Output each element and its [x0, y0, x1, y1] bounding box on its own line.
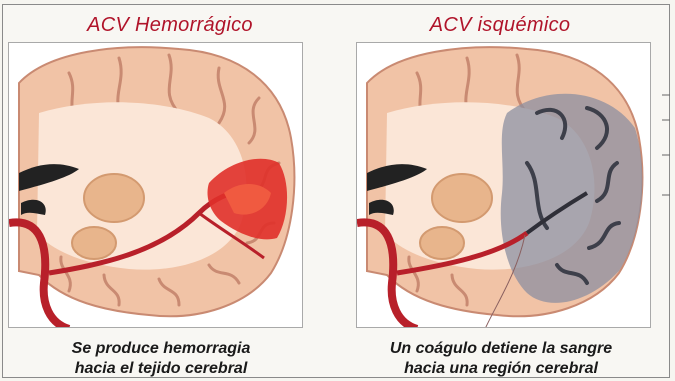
- ischemic-caption-line2: hacia una región cerebral: [336, 359, 666, 379]
- ischemic-caption: Un coágulo detiene la sangre hacia una r…: [336, 339, 666, 379]
- hemorrhagic-caption-line1: Se produce hemorragia: [0, 339, 326, 359]
- ischemic-title: ACV isquémico: [350, 14, 650, 37]
- ischemic-caption-line1: Un coágulo detiene la sangre: [336, 339, 666, 359]
- hemorrhagic-caption: Se produce hemorragia hacia el tejido ce…: [0, 339, 326, 379]
- basal-ganglia: [84, 174, 144, 222]
- hemorrhagic-brain-illustration: [8, 42, 303, 328]
- hemorrhagic-caption-line2: hacia el tejido cerebral: [0, 359, 326, 379]
- hemorrhagic-title: ACV Hemorrágico: [20, 14, 320, 37]
- basal-ganglia: [432, 174, 492, 222]
- ischemic-brain-illustration: [356, 42, 651, 328]
- page-edge-marks: [660, 60, 672, 220]
